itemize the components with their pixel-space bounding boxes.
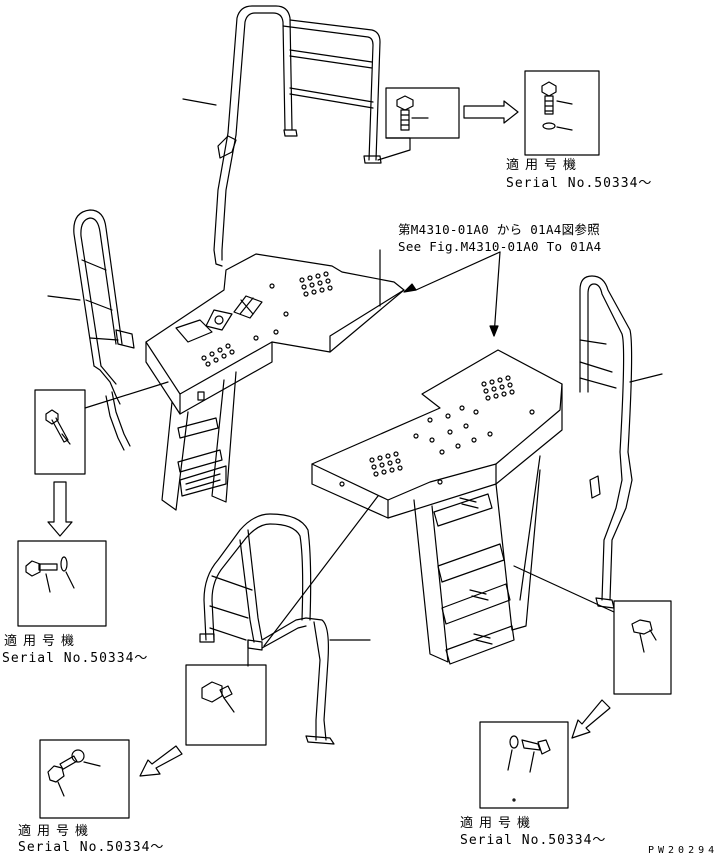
right-bolt-detail-box — [513, 565, 672, 695]
arrow-left-down — [47, 481, 73, 537]
top-bolt-washer-detail-box — [524, 70, 600, 156]
right-platform — [311, 349, 563, 665]
serial-label-top: Serial No.50334〜 — [506, 176, 653, 191]
bottom-bolt-detail-box — [185, 639, 267, 746]
right-bolt-washer-detail-box — [479, 721, 569, 809]
applicable-label-left: 適用号機 — [4, 634, 81, 649]
bottom-bolt-washer-detail-box — [39, 739, 130, 819]
applicable-label-bottom: 適用号機 — [18, 824, 95, 839]
left-bolt-washer-detail-box — [17, 540, 107, 627]
arrow-right-down — [571, 699, 611, 739]
bottom-handrail — [199, 513, 371, 745]
serial-label-left: Serial No.50334〜 — [2, 651, 149, 666]
left-handrail — [47, 209, 135, 451]
applicable-label-top: 適用号機 — [506, 158, 583, 173]
applicable-label-right: 適用号機 — [460, 816, 537, 831]
top-bolt-detail-box — [377, 87, 460, 161]
reference-leaders — [263, 249, 501, 647]
serial-label-bottom: Serial No.50334〜 — [18, 840, 165, 855]
right-handrail — [579, 275, 663, 609]
top-handrail — [182, 5, 382, 267]
reference-label-en: See Fig.M4310-01A0 To 01A4 — [398, 239, 602, 254]
serial-label-right: Serial No.50334〜 — [460, 833, 607, 848]
drawing-code: PW20294 — [648, 845, 719, 856]
left-bolt-detail-box — [34, 381, 169, 475]
reference-label-jp: 第M4310-01A0 から 01A4図参照 — [398, 222, 601, 237]
left-platform — [145, 253, 405, 511]
arrow-bottom-left — [139, 745, 183, 777]
arrow-top-right — [463, 100, 519, 124]
